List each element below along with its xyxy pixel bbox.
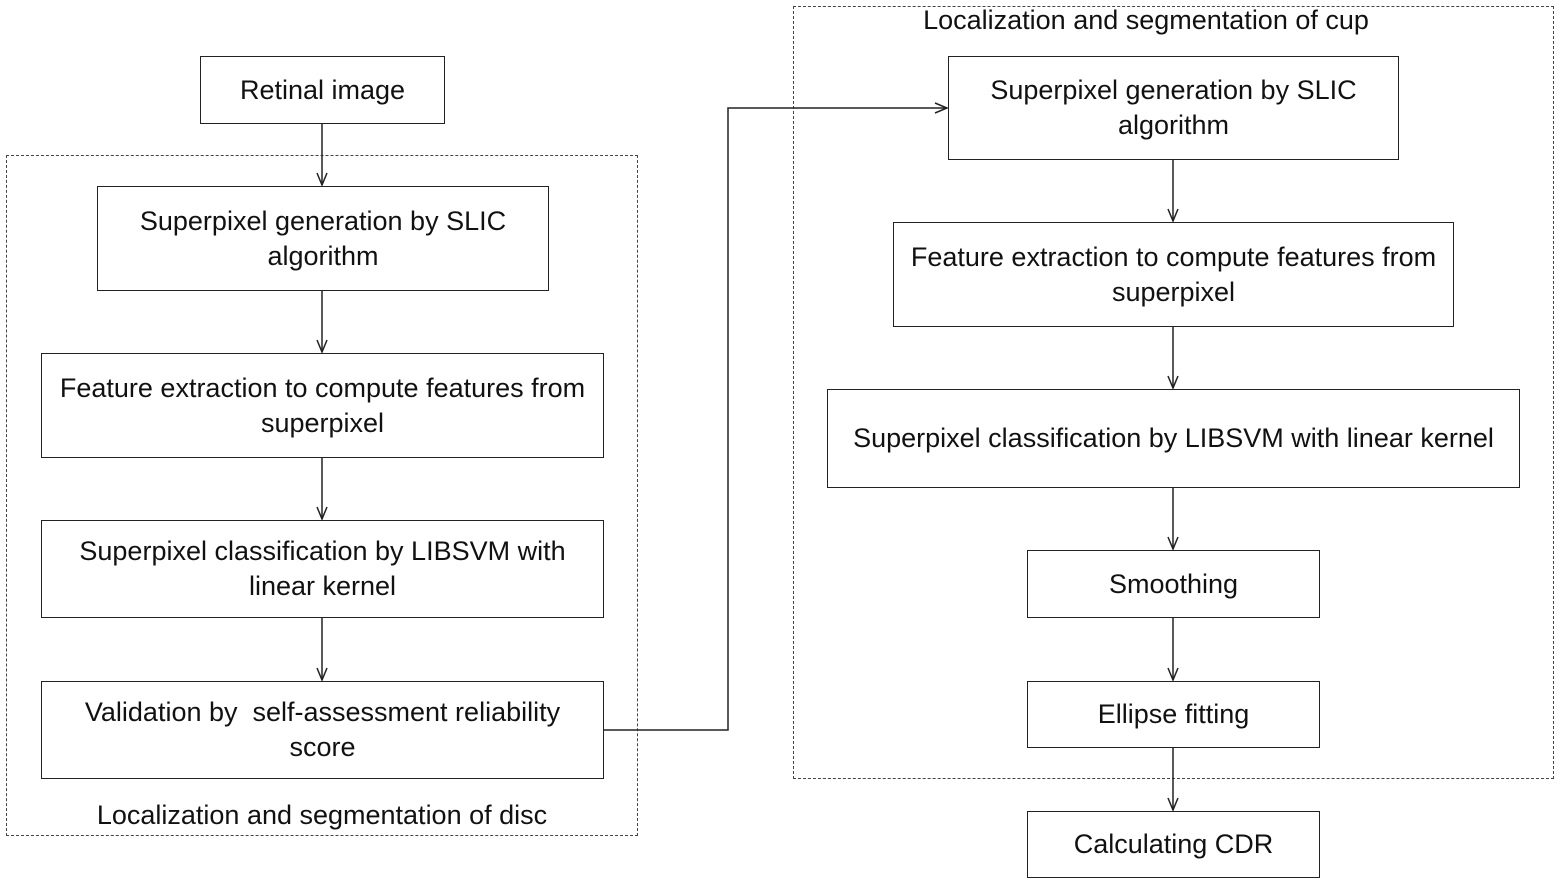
- calculating-cdr-node: Calculating CDR: [1027, 811, 1320, 878]
- smoothing-node: Smoothing: [1027, 550, 1320, 618]
- cup-superpixel-generation-node: Superpixel generation by SLIC algorithm: [948, 56, 1399, 160]
- disc-classification-node: Superpixel classification by LIBSVM with…: [41, 520, 604, 618]
- retinal-image-node: Retinal image: [200, 56, 445, 124]
- cup-group-label: Localization and segmentation of cup: [923, 5, 1369, 35]
- cup-classification-node: Superpixel classification by LIBSVM with…: [827, 389, 1520, 488]
- disc-superpixel-generation-node: Superpixel generation by SLIC algorithm: [97, 186, 549, 291]
- cup-feature-extraction-node: Feature extraction to compute features f…: [893, 222, 1454, 327]
- disc-validation-node: Validation by self-assessment reliabilit…: [41, 681, 604, 779]
- ellipse-fitting-node: Ellipse fitting: [1027, 681, 1320, 748]
- disc-feature-extraction-node: Feature extraction to compute features f…: [41, 353, 604, 458]
- disc-group-label: Localization and segmentation of disc: [96, 800, 548, 830]
